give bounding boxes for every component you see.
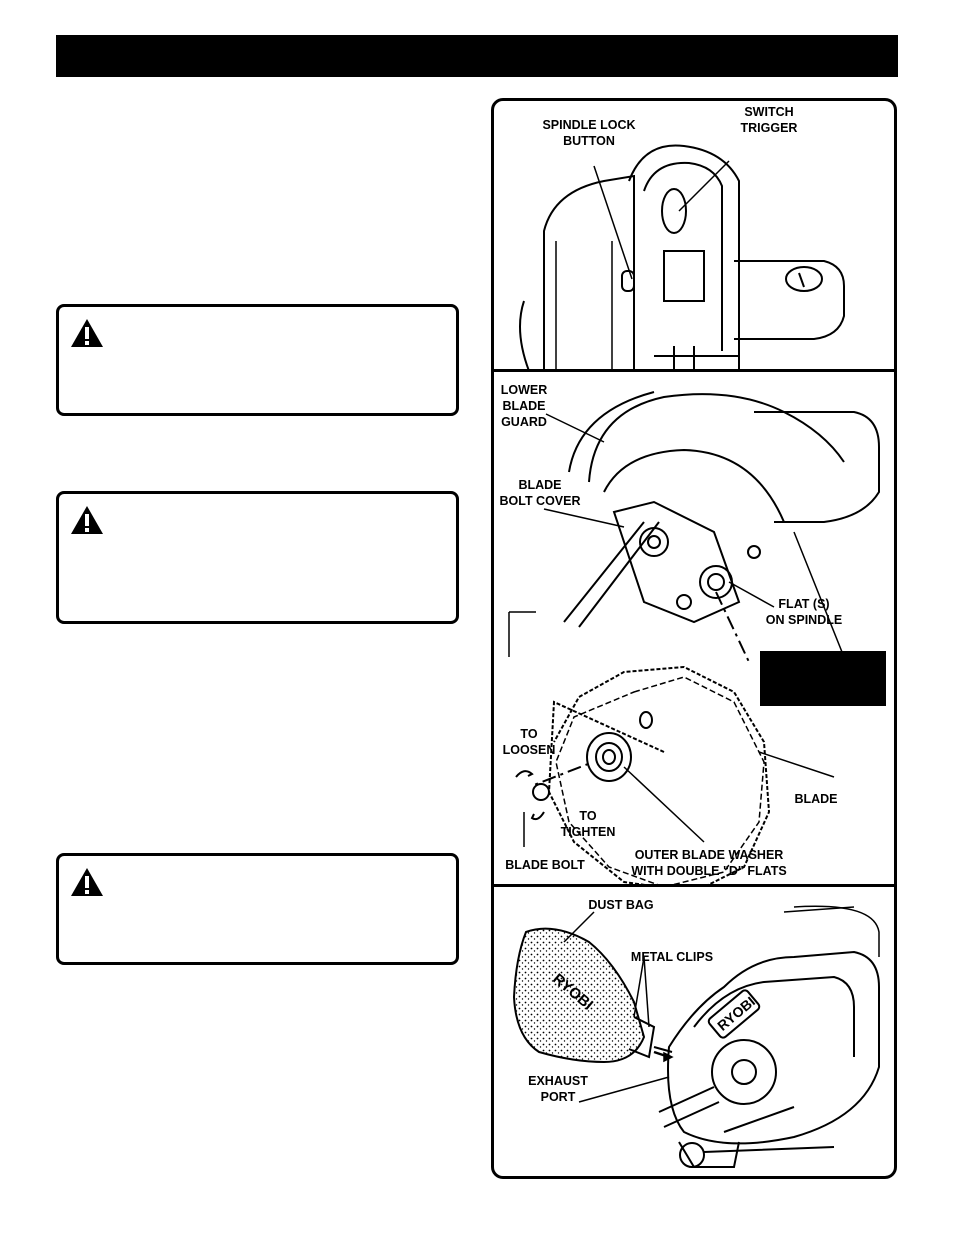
label-blade-bolt-cover: BLADE BOLT COVER: [499, 478, 581, 508]
label-dust-bag: DUST BAG: [588, 898, 654, 912]
callout-box: [760, 651, 886, 706]
label-blade: BLADE: [794, 792, 838, 806]
figure-frame: SPINDLE LOCK BUTTON SWITCH TRIGGER: [491, 98, 897, 1179]
label-switch-trigger: SWITCH TRIGGER: [740, 105, 798, 135]
label-blade-bolt: BLADE BOLT: [505, 858, 585, 872]
warning-box-3: [56, 853, 459, 965]
warning-icon: [71, 319, 103, 347]
label-exhaust-port: EXHAUST PORT: [528, 1074, 588, 1104]
panel-divider-1: [494, 369, 894, 372]
warning-icon: [71, 506, 103, 534]
blade-assembly-illustration: [508, 391, 880, 887]
warning-box-2: [56, 491, 459, 624]
warning-box-1: [56, 304, 459, 416]
dust-bag-illustration: RYOBI RYOBI: [512, 905, 880, 1168]
label-flat-on-spindle: FLAT (S) ON SPINDLE: [765, 597, 843, 627]
label-to-tighten: TO TIGHTEN: [560, 809, 616, 839]
label-lower-blade-guard: LOWER BLADE GUARD: [500, 383, 548, 429]
warning-icon: [71, 868, 103, 896]
label-to-loosen: TO LOOSEN: [502, 727, 556, 757]
panel-divider-2: [494, 884, 894, 887]
header-bar: [56, 35, 898, 77]
saw-handle-illustration: [519, 144, 845, 371]
label-outer-blade-washer: OUTER BLADE WASHER WITH DOUBLE "D" FLATS: [631, 848, 787, 878]
label-spindle-lock-button: SPINDLE LOCK BUTTON: [542, 118, 636, 148]
label-metal-clips: METAL CLIPS: [630, 950, 714, 964]
